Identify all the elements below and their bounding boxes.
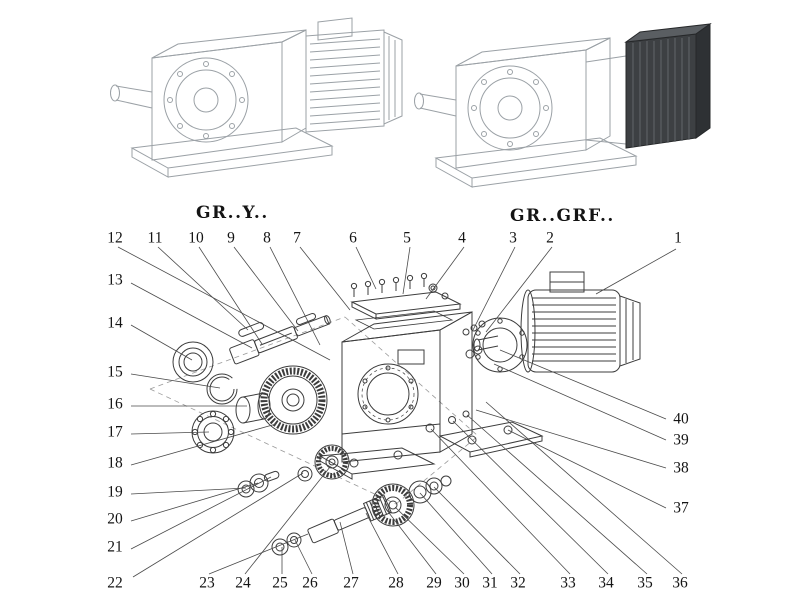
- callout-32: 32: [510, 574, 526, 592]
- input-gear: [371, 483, 415, 527]
- callout-23: 23: [199, 574, 215, 592]
- callout-21: 21: [107, 538, 123, 556]
- cover-bolts: [350, 272, 449, 300]
- inspection-cover: [350, 291, 462, 330]
- callout-1: 1: [674, 229, 682, 247]
- callout-38: 38: [673, 459, 689, 477]
- callout-19: 19: [107, 483, 123, 501]
- callout-7: 7: [293, 229, 301, 247]
- electric-motor: [520, 271, 641, 373]
- callout-39: 39: [673, 431, 689, 449]
- callout-13: 13: [107, 271, 123, 289]
- vent-plug: [441, 292, 449, 300]
- variant-label-gr-y: GR..Y..: [196, 203, 269, 223]
- callout-31: 31: [482, 574, 498, 592]
- callout-24: 24: [235, 574, 251, 592]
- callout-15: 15: [107, 363, 123, 381]
- callout-4: 4: [458, 229, 466, 247]
- callout-40: 40: [673, 410, 689, 428]
- callout-37: 37: [673, 499, 689, 517]
- leader-lines: [117, 246, 683, 578]
- callout-26: 26: [302, 574, 318, 592]
- output-shaft-assembly: [229, 315, 331, 365]
- assembly-guide-lines: [149, 316, 479, 505]
- callout-22: 22: [107, 574, 123, 592]
- callout-35: 35: [637, 574, 653, 592]
- assembled-view-gr-grf: [414, 23, 712, 188]
- callout-3: 3: [509, 229, 517, 247]
- callout-29: 29: [426, 574, 442, 592]
- callout-2: 2: [546, 229, 554, 247]
- nameplate: [397, 349, 425, 365]
- callout-18: 18: [107, 454, 123, 472]
- callout-5: 5: [403, 229, 411, 247]
- callout-17: 17: [107, 423, 123, 441]
- callout-11: 11: [147, 229, 163, 247]
- oil-seal: [172, 341, 214, 383]
- callout-25: 25: [272, 574, 288, 592]
- callout-9: 9: [227, 229, 235, 247]
- exploded-view: [149, 271, 641, 556]
- callout-12: 12: [107, 229, 123, 247]
- pinion-shaft-assembly: [271, 494, 392, 556]
- callout-30: 30: [454, 574, 470, 592]
- callout-36: 36: [672, 574, 688, 592]
- callout-16: 16: [107, 395, 123, 413]
- callout-10: 10: [188, 229, 204, 247]
- callout-28: 28: [388, 574, 404, 592]
- callout-27: 27: [343, 574, 359, 592]
- seal-and-bearings: [172, 341, 271, 454]
- variant-label-gr-grf: GR..GRF..: [510, 206, 615, 226]
- plugs: [425, 410, 470, 433]
- callout-33: 33: [560, 574, 576, 592]
- callout-8: 8: [263, 229, 271, 247]
- gear-housing: [341, 311, 473, 463]
- input-fasteners: [462, 320, 486, 359]
- callout-34: 34: [598, 574, 614, 592]
- callout-14: 14: [107, 314, 123, 332]
- motor-flange: [472, 317, 528, 373]
- assembled-view-gr-y: [110, 17, 403, 178]
- large-helical-gear: [258, 365, 328, 435]
- callout-20: 20: [107, 510, 123, 528]
- snap-ring: [206, 373, 238, 405]
- small-washers: [237, 470, 280, 498]
- callout-6: 6: [349, 229, 357, 247]
- intermediate-gear: [297, 444, 350, 482]
- bottom-bearings: [408, 475, 452, 504]
- spacer-bushing: [235, 396, 251, 424]
- eye-bolt: [428, 283, 438, 293]
